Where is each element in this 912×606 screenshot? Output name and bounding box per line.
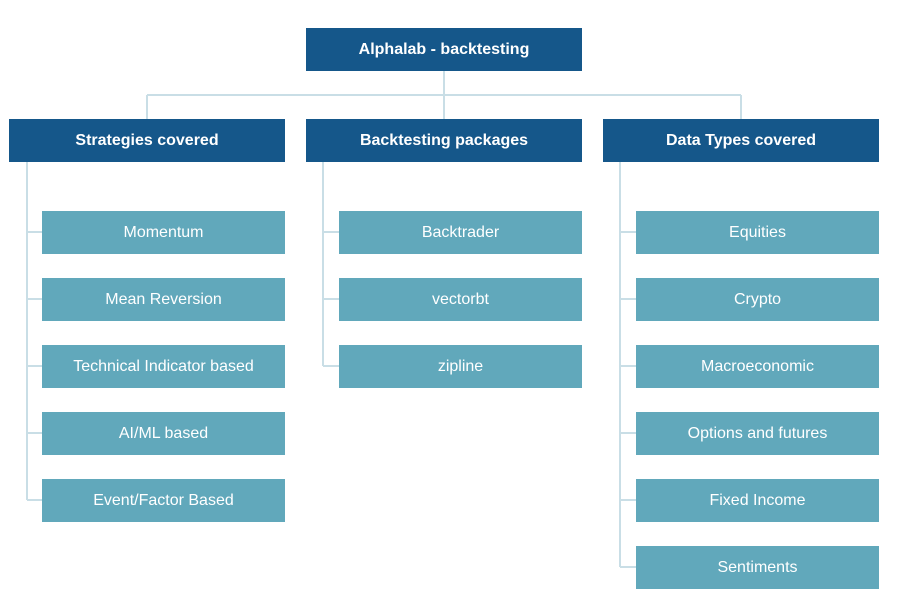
package-item-backtrader: Backtrader [339,211,582,254]
strategy-item-ai-ml: AI/ML based [42,412,285,455]
category-backtesting-packages: Backtesting packages [306,119,582,162]
category-strategies: Strategies covered [9,119,285,162]
strategy-item-event-factor: Event/Factor Based [42,479,285,522]
package-item-vectorbt: vectorbt [339,278,582,321]
data-type-item-equities: Equities [636,211,879,254]
data-type-item-options-futures: Options and futures [636,412,879,455]
strategy-item-mean-reversion: Mean Reversion [42,278,285,321]
data-type-item-macroeconomic: Macroeconomic [636,345,879,388]
data-type-item-sentiments: Sentiments [636,546,879,589]
strategy-item-momentum: Momentum [42,211,285,254]
strategy-item-technical-indicator: Technical Indicator based [42,345,285,388]
data-type-item-crypto: Crypto [636,278,879,321]
package-item-zipline: zipline [339,345,582,388]
root-node: Alphalab - backtesting [306,28,582,71]
category-data-types: Data Types covered [603,119,879,162]
data-type-item-fixed-income: Fixed Income [636,479,879,522]
